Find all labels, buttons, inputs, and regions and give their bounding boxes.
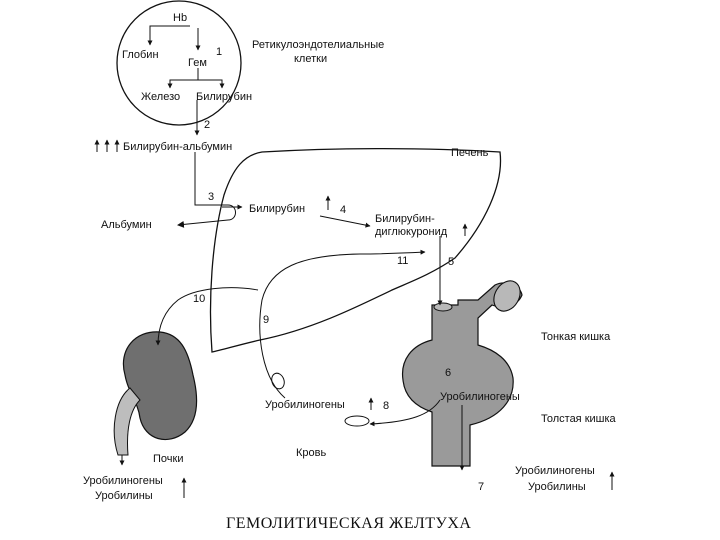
step-number: 4 bbox=[340, 204, 346, 216]
label-bilirubin-liver: Билирубин bbox=[249, 203, 305, 215]
bile-duct-opening bbox=[433, 302, 453, 312]
label-gem: Гем bbox=[188, 57, 207, 69]
arrow-gem-bilirubin bbox=[198, 79, 225, 89]
step-number: 9 bbox=[263, 314, 269, 326]
label-liver: Печень bbox=[451, 147, 489, 159]
label-globin: Глобин bbox=[122, 49, 159, 61]
label-urine-urobilinogens: Уробилиногены bbox=[83, 475, 163, 487]
step-number: 10 bbox=[193, 293, 205, 305]
step-number: 7 bbox=[478, 481, 484, 493]
increase-arrow-icon bbox=[94, 139, 120, 152]
label-stool-urobilins: Уробилины bbox=[528, 481, 586, 493]
label-urobilinogens-colon: Уробилиногены bbox=[440, 391, 520, 403]
label-albumin: Альбумин bbox=[101, 219, 152, 231]
label-blood: Кровь bbox=[296, 447, 326, 459]
arrow-step-10 bbox=[155, 287, 259, 346]
page-title: ГЕМОЛИТИЧЕСКАЯ ЖЕЛТУХА bbox=[226, 515, 471, 532]
arrow-hb-globin bbox=[147, 25, 190, 46]
label-bilirubin-top: Билирубин bbox=[196, 91, 252, 103]
label-large-intestine: Толстая кишка bbox=[541, 413, 617, 425]
blood-loop bbox=[344, 415, 370, 427]
arrow-step-4 bbox=[319, 215, 371, 228]
label-urobilinogens-blood: Уробилиногены bbox=[265, 399, 345, 411]
label-glucuronide-2: диглюкуронид bbox=[375, 226, 448, 238]
label-bilirubin-albumin: Билирубин-альбумин bbox=[123, 141, 232, 153]
label-urine-urobilins: Уробилины bbox=[95, 490, 153, 502]
label-glucuronide-1: Билирубин- bbox=[375, 213, 435, 225]
arrow-step-8 bbox=[369, 399, 441, 427]
arrow-step-11 bbox=[259, 249, 426, 399]
step-number: 2 bbox=[204, 119, 210, 131]
ureter bbox=[113, 387, 141, 456]
label-small-intestine: Тонкая кишка bbox=[541, 331, 611, 343]
label-hb: Hb bbox=[173, 12, 187, 24]
arrow-albumin-release bbox=[177, 152, 236, 228]
label-stool-urobilinogens: Уробилиногены bbox=[515, 465, 595, 477]
kidney bbox=[122, 331, 198, 441]
label-iron: Железо bbox=[141, 91, 180, 103]
step-number: 11 bbox=[397, 255, 408, 267]
arrow-gem-iron bbox=[167, 68, 199, 89]
step-number: 6 bbox=[445, 367, 451, 379]
label-kidneys: Почки bbox=[153, 453, 183, 465]
label-res-cells-1: Ретикулоэндотелиальные bbox=[252, 39, 384, 51]
liver-outline bbox=[209, 147, 502, 353]
intestine-opening bbox=[493, 280, 521, 312]
step-number: 5 bbox=[448, 256, 454, 268]
step-number: 1 bbox=[216, 46, 222, 58]
step-number: 3 bbox=[208, 191, 214, 203]
reticuloendothelial-cell-circle bbox=[116, 0, 242, 126]
label-res-cells-2: клетки bbox=[294, 53, 327, 65]
step-number: 8 bbox=[383, 400, 389, 412]
